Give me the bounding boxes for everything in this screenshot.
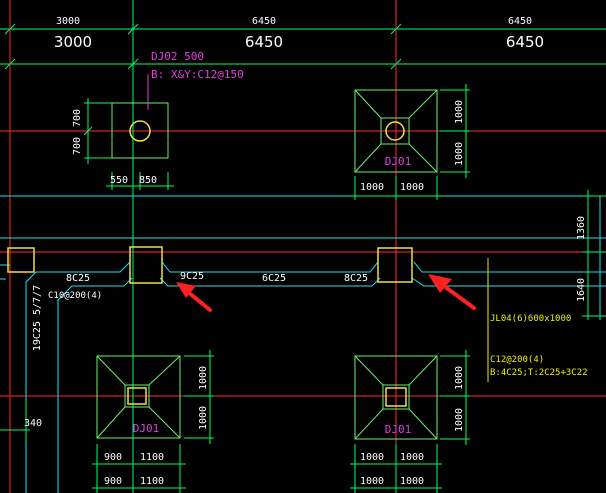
footing-dj01-top — [354, 89, 438, 173]
dj01-top-dim-h1: 1000 — [360, 182, 384, 193]
beam-rebar-mid1: 9C25 — [180, 271, 204, 282]
columns — [7, 120, 413, 284]
dj01-br-dim-h1: 1000 — [360, 452, 384, 463]
dj01-bl-dim-v2: 1000 — [198, 406, 209, 430]
dj01-bl-dims — [92, 350, 214, 493]
dj01-top-dims — [350, 84, 470, 200]
dj01-bl-dim-v1: 1000 — [198, 366, 209, 390]
dj01-top-dim-v2: 1000 — [454, 142, 465, 166]
beam-rebar-left: 8C25 — [66, 273, 90, 284]
footing-dj01-bl — [96, 355, 181, 439]
dj01-br-dim-h2: 1000 — [400, 452, 424, 463]
dj01-bl-dim-h3: 900 — [104, 476, 122, 487]
beam-dim-left: 340 — [24, 418, 42, 429]
dj01-bl-tag: DJ01 — [133, 422, 160, 435]
dj01-bl-dim-h1: 900 — [104, 452, 122, 463]
dj01-top-dim-v1: 1000 — [454, 100, 465, 124]
arrow-annotation-right — [428, 274, 476, 310]
dj01-top-dim-h2: 1000 — [400, 182, 424, 193]
dj01-bl-dim-h2: 1100 — [140, 452, 164, 463]
right-dim-lower: 1640 — [576, 278, 587, 302]
dj01-bl-column — [127, 387, 147, 405]
dj01-br-dim-h3: 1000 — [360, 476, 384, 487]
beam-rebar-mid3: 8C25 — [344, 273, 368, 284]
dj01-br-dim-v2: 1000 — [454, 408, 465, 432]
dj01-br-column — [385, 387, 407, 407]
right-dim-upper: 1360 — [576, 216, 587, 240]
beam-stirrup-left: C10@200(4) — [48, 291, 102, 301]
dj01-br-tag: DJ01 — [385, 423, 412, 436]
footing-dj01-br — [354, 355, 438, 440]
dj01-top-tag: DJ01 — [385, 155, 412, 168]
beam-rebar-mid2: 6C25 — [262, 273, 286, 284]
dj01-bl-dim-h4: 1100 — [140, 476, 164, 487]
dim-top-large-3: 6450 — [506, 33, 544, 51]
dj02-dim-h1: 550 — [110, 175, 128, 186]
jl04-line1: JL04(6)600x1000 — [490, 314, 571, 324]
footing-dj02 — [83, 74, 174, 190]
dim-top-large-2: 6450 — [245, 33, 283, 51]
dj01-br-dims — [350, 350, 470, 493]
dim-top-small-3: 6450 — [508, 16, 532, 27]
dj02-dim-v1: 700 — [72, 109, 83, 127]
dj02-dim-v2: 700 — [72, 137, 83, 155]
right-dims — [582, 190, 606, 320]
foundation-beams — [0, 195, 606, 493]
dj02-rebar: B: X&Y:C12@150 — [151, 68, 244, 81]
dj01-br-dim-v1: 1000 — [454, 366, 465, 390]
dim-top-small-2: 6450 — [252, 16, 276, 27]
arrow-annotation-left — [176, 282, 212, 312]
dj02-tag: DJ02 500 — [151, 50, 204, 63]
dj01-br-dim-h4: 1000 — [400, 476, 424, 487]
jl04-line3: B:4C25;T:2C25+3C22 — [490, 368, 588, 378]
dim-top-small-1: 3000 — [56, 16, 80, 27]
dj01-top-column — [385, 121, 405, 141]
dj02-dim-h2: 850 — [139, 175, 157, 186]
jl04-line2: C12@200(4) — [490, 355, 544, 365]
dim-top-large-1: 3000 — [54, 33, 92, 51]
beam-side-rebar: 19C25 5/7/7 — [32, 285, 43, 351]
beam-left-dim — [0, 400, 30, 440]
